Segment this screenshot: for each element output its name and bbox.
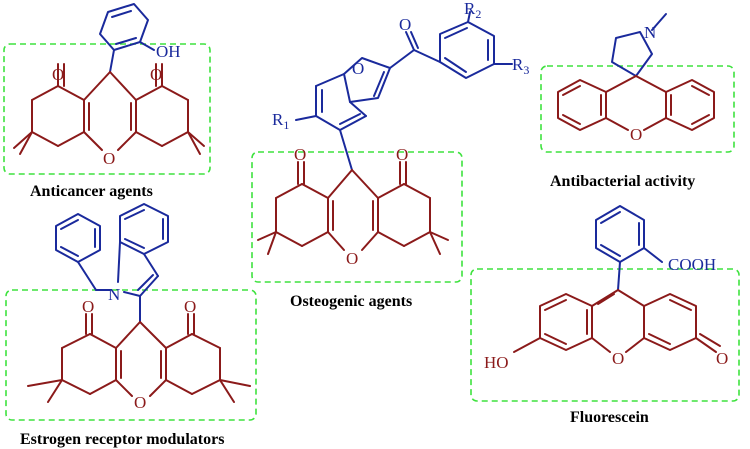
osteogenic-r1-letter: R bbox=[272, 110, 284, 129]
osteogenic-carbonyl-o-right: O bbox=[396, 145, 408, 164]
osteogenic-r3-letter: R bbox=[512, 55, 524, 74]
anticancer-core-box bbox=[3, 43, 211, 175]
osteogenic-molecule bbox=[257, 11, 513, 255]
osteogenic-r2-label: R2 bbox=[464, 0, 481, 21]
fluorescein-ho-label: HO bbox=[484, 353, 509, 372]
osteogenic-ring-o: O bbox=[346, 249, 358, 268]
fluorescein-ring-o: O bbox=[612, 349, 624, 368]
antibacterial-core-box bbox=[540, 65, 735, 153]
estrogen-ring-o: O bbox=[134, 393, 146, 412]
antibacterial-n-label: N bbox=[644, 23, 656, 42]
fluorescein-cooh-label: COOH bbox=[668, 255, 716, 274]
estrogen-carbonyl-o-left: O bbox=[82, 297, 94, 316]
anticancer-carbonyl-o-left: O bbox=[52, 65, 64, 84]
osteogenic-r2-subscript: 2 bbox=[475, 7, 481, 21]
osteogenic-r1-subscript: 1 bbox=[283, 118, 289, 132]
osteogenic-carbonyl-o-left: O bbox=[294, 145, 306, 164]
anticancer-molecule bbox=[13, 3, 205, 155]
anticancer-carbonyl-o-right: O bbox=[150, 65, 162, 84]
osteogenic-core-box bbox=[251, 151, 463, 283]
osteogenic-r3-label: R3 bbox=[512, 55, 529, 77]
anticancer-oh-label: OH bbox=[156, 42, 181, 61]
anticancer-ring-o: O bbox=[103, 149, 115, 168]
fluorescein-molecule bbox=[513, 205, 721, 353]
estrogen-molecule bbox=[27, 203, 251, 403]
fluorescein-carbonyl-o: O bbox=[716, 349, 728, 368]
fluorescein-core-box bbox=[470, 268, 740, 402]
estrogen-core-box bbox=[5, 289, 257, 421]
estrogen-carbonyl-o-right: O bbox=[184, 297, 196, 316]
osteogenic-r2-letter: R bbox=[464, 0, 476, 18]
anticancer-caption: Anticancer agents bbox=[30, 183, 153, 200]
estrogen-indole-n: N bbox=[108, 285, 120, 304]
osteogenic-r3-subscript: 3 bbox=[523, 63, 529, 77]
fluorescein-caption: Fluorescein bbox=[570, 409, 649, 426]
osteogenic-caption: Osteogenic agents bbox=[290, 293, 412, 310]
osteogenic-ketone-o: O bbox=[399, 15, 411, 34]
osteogenic-furan-o: O bbox=[352, 59, 364, 78]
antibacterial-molecule bbox=[557, 13, 715, 131]
antibacterial-caption: Antibacterial activity bbox=[550, 173, 695, 190]
antibacterial-ring-o: O bbox=[630, 125, 642, 144]
osteogenic-r1-label: R1 bbox=[272, 110, 289, 132]
estrogen-caption: Estrogen receptor modulators bbox=[20, 431, 224, 448]
